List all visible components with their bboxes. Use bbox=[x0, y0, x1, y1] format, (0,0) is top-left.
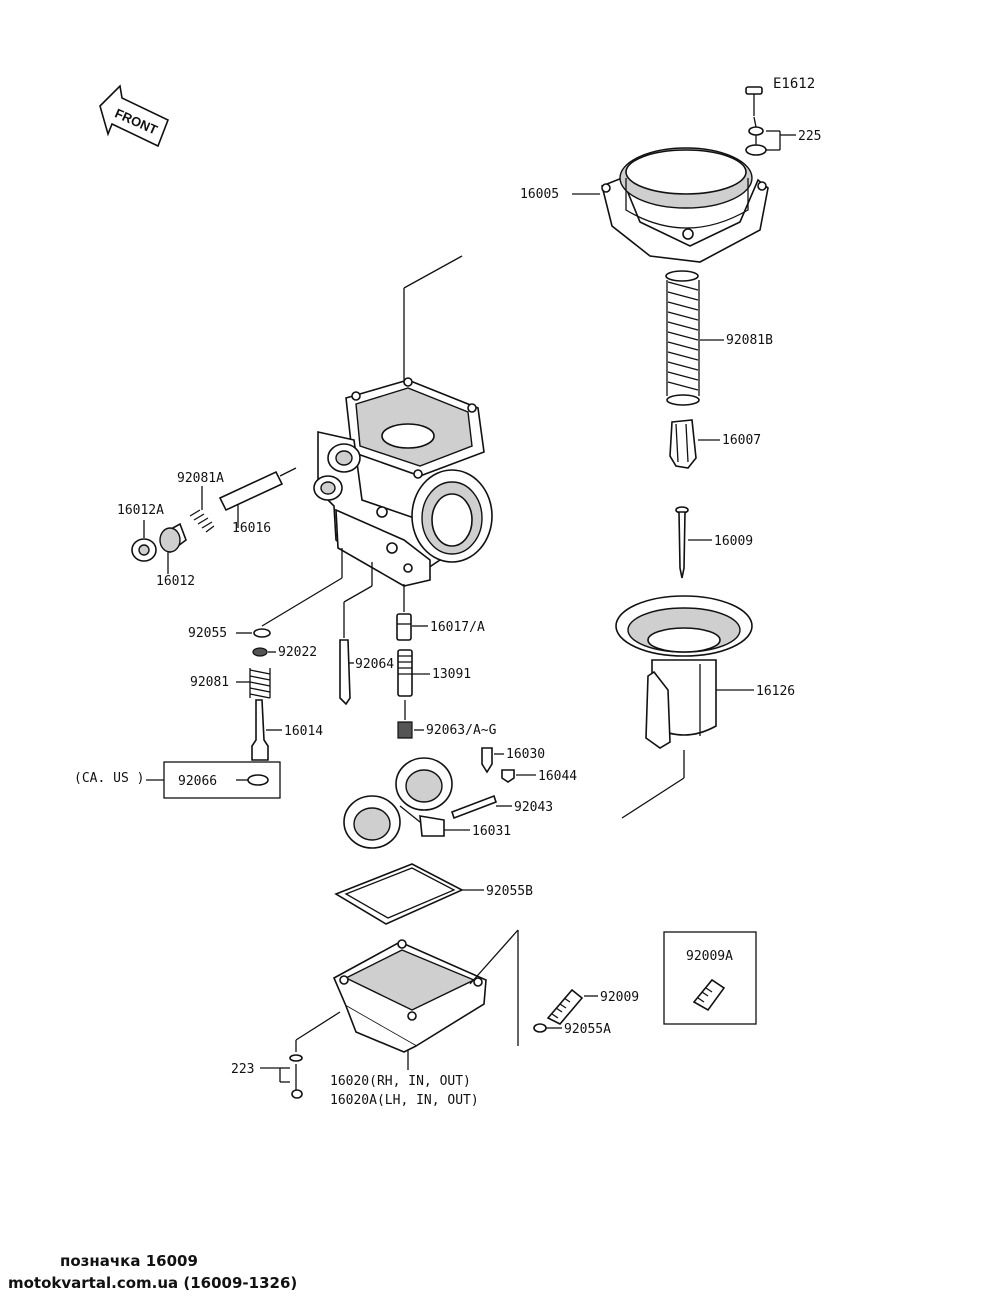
pilot-screw-16016 bbox=[218, 467, 297, 512]
label-13091: 13091 bbox=[432, 667, 471, 682]
label-16007: 16007 bbox=[722, 433, 761, 448]
float-bowl-16020 bbox=[332, 939, 487, 1053]
screw-225 bbox=[745, 86, 796, 156]
plug-16012 bbox=[159, 522, 187, 554]
diagram-code: E1612 bbox=[773, 76, 815, 92]
cap-16012A bbox=[131, 538, 157, 562]
box-92009A bbox=[663, 931, 757, 1025]
label-16014: 16014 bbox=[284, 724, 323, 739]
spring-92081B bbox=[665, 270, 700, 406]
vacuum-piston-16126 bbox=[615, 595, 753, 749]
label-92063: 92063/A~G bbox=[426, 723, 497, 738]
label-16030: 16030 bbox=[506, 747, 545, 762]
label-92066: 92066 bbox=[178, 774, 217, 789]
label-92081: 92081 bbox=[190, 675, 229, 690]
label-16016: 16016 bbox=[232, 521, 271, 536]
spring-92081A bbox=[189, 509, 215, 533]
needle-jet-13091 bbox=[397, 649, 413, 697]
needle-16014 bbox=[251, 699, 269, 761]
label-16012: 16012 bbox=[156, 574, 195, 589]
label-ca-us: (CA. US ) bbox=[74, 771, 144, 786]
label-92009: 92009 bbox=[600, 990, 639, 1005]
clip-16044 bbox=[501, 769, 515, 783]
label-16031: 16031 bbox=[472, 824, 511, 839]
label-16017A: 16017/A bbox=[430, 620, 485, 635]
float-valve-16030 bbox=[481, 747, 493, 774]
top-cover-16005 bbox=[601, 147, 769, 263]
cap-92066 bbox=[247, 774, 269, 786]
label-92064: 92064 bbox=[355, 657, 394, 672]
label-16012A: 16012A bbox=[117, 503, 164, 518]
label-16020A: 16020A(LH, IN, OUT) bbox=[330, 1093, 479, 1108]
gasket-92055B bbox=[334, 863, 464, 925]
label-92081A: 92081A bbox=[177, 471, 224, 486]
ca-us-box bbox=[146, 761, 281, 799]
pin-92043 bbox=[450, 794, 498, 820]
oring-92055 bbox=[253, 628, 271, 638]
footer-source: motokvartal.com.ua (16009-1326) bbox=[8, 1274, 297, 1292]
label-92043: 92043 bbox=[514, 800, 553, 815]
label-92009A: 92009A bbox=[686, 949, 733, 964]
label-223: 223 bbox=[231, 1062, 254, 1077]
label-92022: 92022 bbox=[278, 645, 317, 660]
float-16031 bbox=[343, 757, 453, 849]
label-92081B: 92081B bbox=[726, 333, 773, 348]
screw-92064 bbox=[339, 639, 351, 706]
label-92055: 92055 bbox=[188, 626, 227, 641]
label-16020: 16020(RH, IN, OUT) bbox=[330, 1074, 471, 1089]
screw-223 bbox=[289, 1054, 303, 1099]
label-92055B: 92055B bbox=[486, 884, 533, 899]
front-arrow-icon: FRONT bbox=[99, 84, 170, 148]
jet-needle-16009 bbox=[675, 506, 689, 579]
label-225: 225 bbox=[798, 129, 821, 144]
label-92055A: 92055A bbox=[564, 1022, 611, 1037]
spring-92081 bbox=[249, 668, 271, 699]
washer-92022 bbox=[252, 647, 268, 657]
label-16044: 16044 bbox=[538, 769, 577, 784]
main-jet-92063 bbox=[397, 700, 413, 739]
carburetor-body bbox=[313, 377, 493, 587]
label-16126: 16126 bbox=[756, 684, 795, 699]
footer-caption: позначка 16009 bbox=[60, 1252, 198, 1270]
label-16009: 16009 bbox=[714, 534, 753, 549]
drain-screw-92009 bbox=[533, 988, 584, 1033]
jet-16017A bbox=[396, 613, 412, 641]
clip-16007 bbox=[669, 419, 697, 469]
label-16005: 16005 bbox=[520, 187, 559, 202]
